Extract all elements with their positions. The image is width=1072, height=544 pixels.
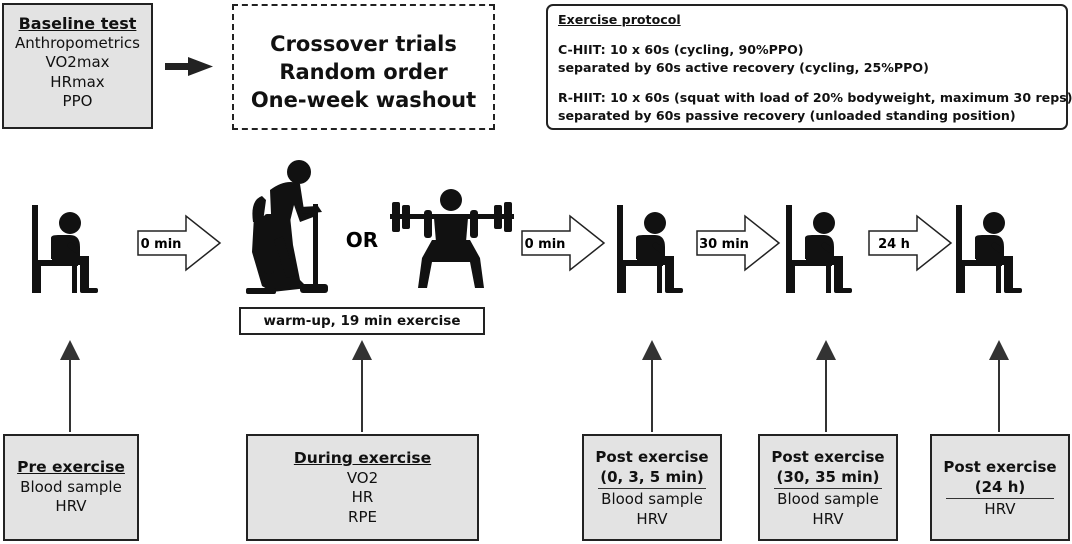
title-underline <box>946 498 1054 499</box>
crossover-box: Crossover trials Random order One-week w… <box>232 4 495 130</box>
title-underline <box>598 488 706 489</box>
arrow-label: 30 min <box>699 237 749 252</box>
warmup-label: warm-up, 19 min exercise <box>263 313 461 329</box>
post-exercise-box-30-35: Post exercise (30, 35 min) Blood sample … <box>758 434 898 541</box>
measure-item: Blood sample <box>20 477 122 496</box>
measure-item: VO2 <box>346 468 379 487</box>
exercise-protocol-box: Exercise protocol C-HIIT: 10 x 60s (cycl… <box>546 4 1072 130</box>
post-exercise-subtitle: (0, 3, 5 min) <box>600 467 704 486</box>
seated-person-icon <box>956 205 1022 293</box>
arrow-label: 0 min <box>141 237 182 252</box>
cycling-icon <box>246 160 328 294</box>
seated-person-icon <box>32 205 98 293</box>
warmup-label-box: warm-up, 19 min exercise <box>239 307 485 335</box>
crossover-line: Crossover trials <box>270 32 457 56</box>
chiit-line: C-HIIT: 10 x 60s (cycling, 90%PPO) <box>558 42 804 57</box>
baseline-title: Baseline test <box>18 14 137 33</box>
measure-item: HRV <box>984 500 1016 518</box>
baseline-item: Anthropometrics <box>15 33 140 52</box>
post-exercise-title: Post exercise <box>595 448 709 466</box>
post-exercise-subtitle: (30, 35 min) <box>776 467 880 486</box>
measure-item: Blood sample <box>777 490 879 508</box>
during-exercise-title: During exercise <box>293 449 432 467</box>
crossover-line: Random order <box>279 60 448 84</box>
seated-person-icon <box>786 205 852 293</box>
pre-exercise-title: Pre exercise <box>17 458 125 476</box>
post-exercise-subtitle: (24 h) <box>974 477 1026 496</box>
crossover-line: One-week washout <box>250 88 477 112</box>
during-exercise-box: During exercise VO2 HR RPE <box>246 434 479 541</box>
black-arrow-icon <box>165 57 213 76</box>
baseline-item: HRmax <box>50 72 105 91</box>
measure-item: HRV <box>636 509 668 528</box>
baseline-test-box: Baseline test Anthropometrics VO2max HRm… <box>2 3 153 129</box>
post-exercise-title: Post exercise <box>943 458 1057 476</box>
baseline-item: PPO <box>62 92 93 110</box>
arrow-label: 24 h <box>878 237 910 252</box>
protocol-title: Exercise protocol <box>558 12 681 27</box>
title-underline <box>774 488 882 489</box>
rhiit-line: R-HIIT: 10 x 60s (squat with load of 20%… <box>558 90 1072 105</box>
or-label: OR <box>346 228 378 252</box>
baseline-item: VO2max <box>45 53 110 71</box>
measure-item: HRV <box>812 509 844 528</box>
chiit-line: separated by 60s active recovery (cyclin… <box>558 60 929 75</box>
post-exercise-box-0-5: Post exercise (0, 3, 5 min) Blood sample… <box>582 434 722 541</box>
post-exercise-title: Post exercise <box>771 448 885 466</box>
measure-item: HR <box>351 488 374 506</box>
measure-item: HRV <box>55 497 87 515</box>
post-exercise-box-24h: Post exercise (24 h) HRV <box>930 434 1070 541</box>
squat-barbell-icon <box>390 189 514 288</box>
seated-person-icon <box>617 205 683 293</box>
measure-item: Blood sample <box>601 490 703 508</box>
arrow-label: 0 min <box>525 237 566 252</box>
measure-item: RPE <box>348 507 377 526</box>
rhiit-line: separated by 60s passive recovery (unloa… <box>558 108 1016 123</box>
pre-exercise-box: Pre exercise Blood sample HRV <box>3 434 139 541</box>
